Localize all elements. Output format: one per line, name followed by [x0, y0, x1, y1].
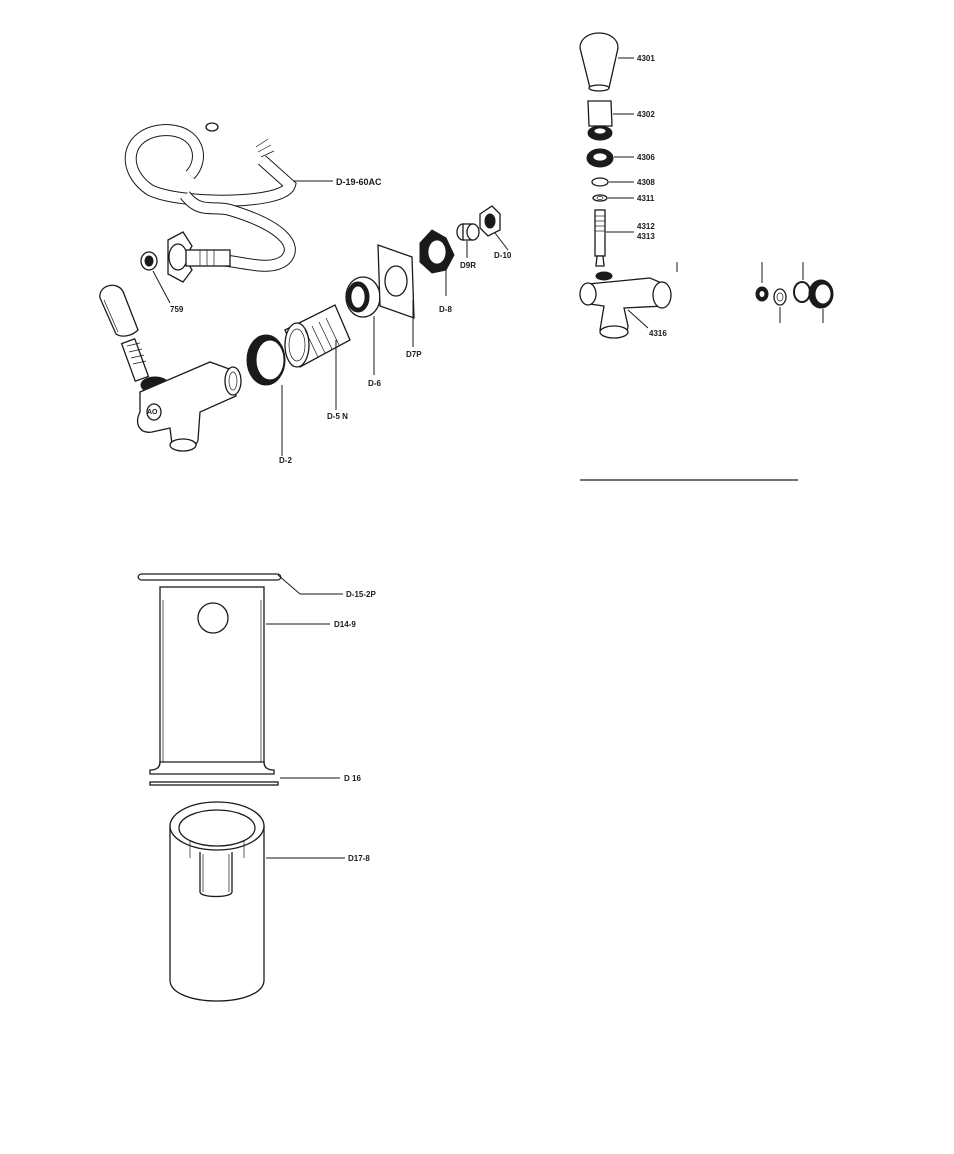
- part-d9r-drawing: [457, 224, 479, 240]
- label-4311: 4311: [637, 194, 655, 203]
- label-4302: 4302: [637, 110, 655, 119]
- washer-759-drawing: [141, 252, 157, 270]
- label-d7p: D7P: [406, 350, 422, 359]
- label-d10: D-10: [494, 251, 512, 260]
- label-d8: D-8: [439, 305, 452, 314]
- label-4308: 4308: [637, 178, 655, 187]
- washer-set-drawing: [756, 262, 833, 323]
- label-4306: 4306: [637, 153, 655, 162]
- svg-text:AO: AO: [147, 409, 158, 416]
- part-4306-drawing: [587, 149, 613, 167]
- label-d152p: D-15-2P: [346, 590, 376, 599]
- label-d5n: D-5 N: [327, 412, 348, 421]
- label-759: 759: [170, 305, 184, 314]
- label-d178: D17-8: [348, 854, 370, 863]
- leader-4316: [628, 310, 648, 328]
- part-4301-drawing: [580, 33, 618, 91]
- label-d9r: D9R: [460, 261, 476, 270]
- tap-parts-column: 4301 4302 4306 4308 4311: [580, 33, 833, 480]
- part-4308-drawing: [592, 178, 608, 186]
- leader-d152p-a: [278, 575, 300, 594]
- part-d2-drawing: [247, 335, 285, 385]
- label-4313: 4313: [637, 232, 655, 241]
- label-d2: D-2: [279, 456, 292, 465]
- part-4312-4313-drawing: [595, 210, 605, 266]
- part-d16-drawing: [150, 782, 278, 785]
- label-d149: D14-9: [334, 620, 356, 629]
- label-4312: 4312: [637, 222, 655, 231]
- label-d6: D-6: [368, 379, 381, 388]
- label-d16: D 16: [344, 774, 361, 783]
- part-4311-drawing: [593, 195, 607, 201]
- label-hose: D-19-60AC: [336, 177, 382, 187]
- part-d6-drawing: [346, 277, 380, 317]
- part-d152p-drawing: [138, 574, 281, 580]
- part-4302-drawing: [588, 101, 612, 140]
- label-4301: 4301: [637, 54, 655, 63]
- part-d178-drawing: [170, 802, 264, 1001]
- part-d7p-drawing: [378, 245, 414, 318]
- part-d149-drawing: [150, 587, 274, 774]
- tower-assembly: D-15-2P D14-9 D 16: [138, 574, 376, 1001]
- faucet-shank-assembly: D-19-60AC 759: [95, 108, 512, 465]
- label-4316: 4316: [649, 329, 667, 338]
